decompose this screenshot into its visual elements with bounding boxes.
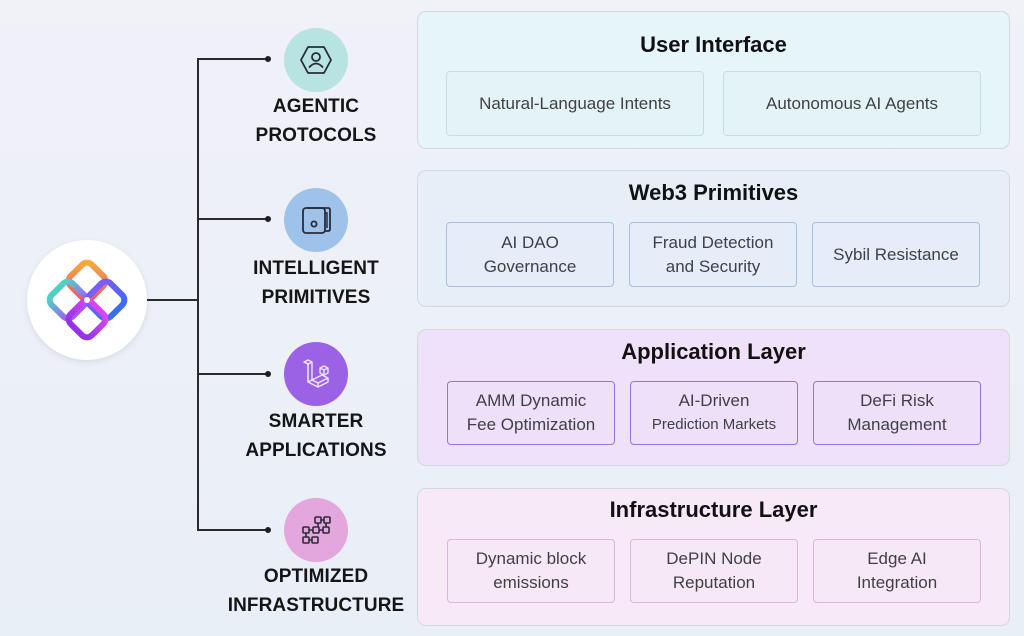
branch-dot-intelligent (265, 216, 271, 222)
laravel-cubes-icon (303, 359, 329, 388)
smarter-applications-icon-circle (284, 342, 348, 406)
layer-item: Sybil Resistance (812, 222, 980, 287)
optimized-infrastructure-icon-circle (284, 498, 348, 562)
smarter-applications-label: SMARTER APPLICATIONS (245, 411, 387, 461)
optimized-infrastructure-label: OPTIMIZED INFRASTRUCTURE (227, 566, 405, 616)
agentic-protocols-icon-circle (284, 28, 348, 92)
branch-line-smarter (197, 373, 267, 375)
layer-title: Infrastructure Layer (609, 497, 818, 522)
intelligent-primitives-icon-circle (284, 188, 348, 252)
brand-logo (27, 240, 147, 360)
logo-connector-line (147, 299, 198, 301)
agentic-protocols-label: AGENTIC PROTOCOLS (255, 96, 377, 146)
branch-line-agentic (197, 58, 267, 60)
intelligent-primitives-label: INTELLIGENT PRIMITIVES (253, 258, 379, 308)
block-network-icon (302, 516, 331, 544)
user-hexagon-icon (300, 46, 332, 74)
branch-dot-agentic (265, 56, 271, 62)
branch-dot-optimized (265, 527, 271, 533)
branch-line-intelligent (197, 218, 267, 220)
interlocking-loops-logo-icon (46, 259, 128, 341)
user-interface-layer-panel: User Interface Natural-Language Intents … (417, 11, 1010, 149)
branch-line-optimized (197, 529, 267, 531)
wallet-icon (302, 207, 331, 234)
branch-dot-smarter (265, 371, 271, 377)
layer-item: Natural-Language Intents (446, 71, 704, 136)
trunk-line (197, 58, 199, 531)
layer-title: Application Layer (621, 339, 806, 364)
layer-title: User Interface (640, 32, 787, 57)
layer-title: Web3 Primitives (628, 180, 799, 205)
layer-item: Autonomous AI Agents (723, 71, 981, 136)
